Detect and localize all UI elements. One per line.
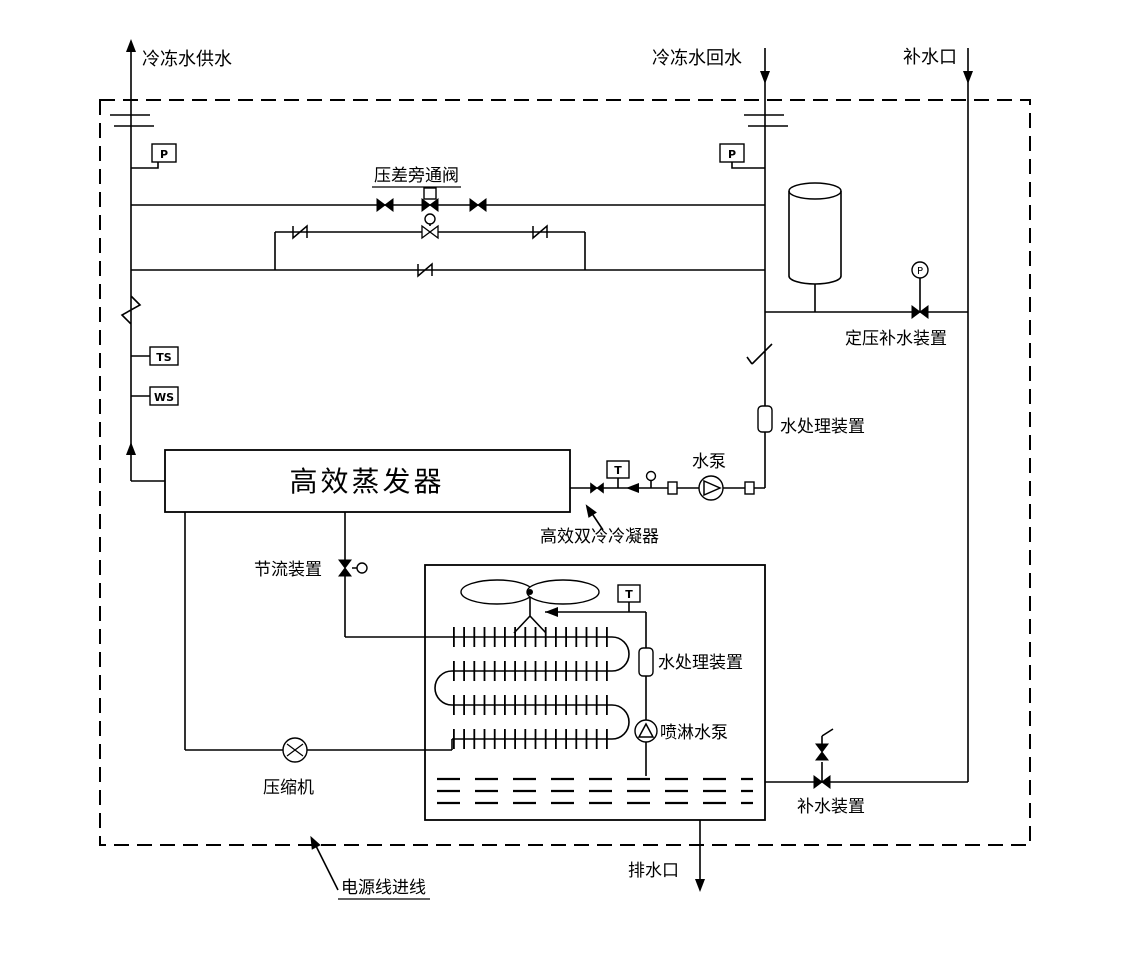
water-pump-icon — [667, 475, 755, 501]
supply-flow-arrow — [126, 39, 136, 52]
evaporator-label: 高效蒸发器 — [289, 465, 444, 498]
fan-icon — [460, 579, 600, 605]
makeup-device-label: 补水装置 — [797, 797, 865, 817]
butterfly-valve — [421, 225, 439, 239]
svg-text:P: P — [728, 148, 736, 161]
bypass-valve-label: 压差旁通阀 — [374, 166, 459, 186]
butterfly-valve-actuator — [424, 213, 436, 225]
water-treatment-cartridge-spray — [638, 647, 654, 677]
pressure-gauge-dial: P — [911, 261, 929, 279]
system-boundary — [99, 99, 1031, 846]
svg-text:WS: WS — [154, 391, 174, 404]
makeup-flow-arrow — [963, 71, 973, 84]
label-underlines — [338, 186, 461, 900]
svg-text:T: T — [625, 588, 633, 601]
temperature-sensor-condenser: T — [617, 584, 641, 603]
bypass-valve-actuator — [423, 187, 437, 200]
pressure-sensor-right: P — [719, 143, 745, 163]
condenser-box — [424, 564, 766, 821]
spray-flow-arrow — [545, 607, 558, 617]
temperature-switch-sensor: TS — [149, 346, 179, 366]
throttle-valve — [338, 559, 352, 577]
evaporator-box — [164, 449, 571, 513]
basin-water — [437, 777, 753, 805]
chilled-return-label: 冷冻水回水 — [652, 48, 742, 69]
pressure-makeup-label: 定压补水装置 — [845, 329, 947, 349]
float-valve — [815, 743, 829, 761]
svg-text:TS: TS — [156, 351, 172, 364]
spray-pump-icon — [634, 719, 658, 743]
power-inlet-label: 电源线进线 — [341, 878, 426, 898]
throttle-valve-actuator — [356, 562, 368, 574]
drain-flow-arrow — [695, 879, 705, 892]
compressor-label: 压缩机 — [263, 778, 314, 798]
water-treatment-label-right: 水处理装置 — [780, 417, 865, 437]
pressure-bypass-valve — [421, 198, 439, 212]
pressure-tank — [788, 182, 842, 285]
shutoff-valve-left — [376, 198, 394, 212]
svg-text:P: P — [160, 148, 168, 161]
water-treatment-cartridge-right — [757, 405, 773, 433]
svg-text:T: T — [614, 464, 622, 477]
compressor-icon — [282, 737, 308, 763]
spray-pump-label: 喷淋水泵 — [660, 723, 728, 743]
power-line-arrow — [305, 833, 321, 850]
water-switch-sensor: WS — [149, 386, 179, 406]
chilled-supply-label: 冷冻水供水 — [142, 49, 232, 70]
svg-text:P: P — [917, 266, 923, 277]
water-treatment-label-spray: 水处理装置 — [658, 653, 743, 673]
drain-label: 排水口 — [628, 861, 679, 881]
temperature-sensor-pump-line: T — [606, 460, 630, 479]
pressure-sensor-left: P — [151, 143, 177, 163]
riser-flow-arrow — [126, 442, 136, 455]
condenser-label: 高效双冷冷凝器 — [540, 527, 659, 547]
condenser-coil-fins — [453, 627, 611, 749]
condenser-label-arrow — [581, 501, 597, 518]
pump-line-valve — [590, 482, 604, 494]
condenser-coil — [434, 636, 630, 740]
pump-line-flow-arrow — [626, 483, 639, 493]
makeup-inlet-label: 补水口 — [903, 47, 957, 68]
water-pump-label: 水泵 — [692, 452, 726, 472]
throttle-label: 节流装置 — [254, 560, 322, 580]
air-vent-icon — [645, 470, 657, 482]
shutoff-valve-right — [469, 198, 487, 212]
return-flow-arrow — [760, 71, 770, 84]
